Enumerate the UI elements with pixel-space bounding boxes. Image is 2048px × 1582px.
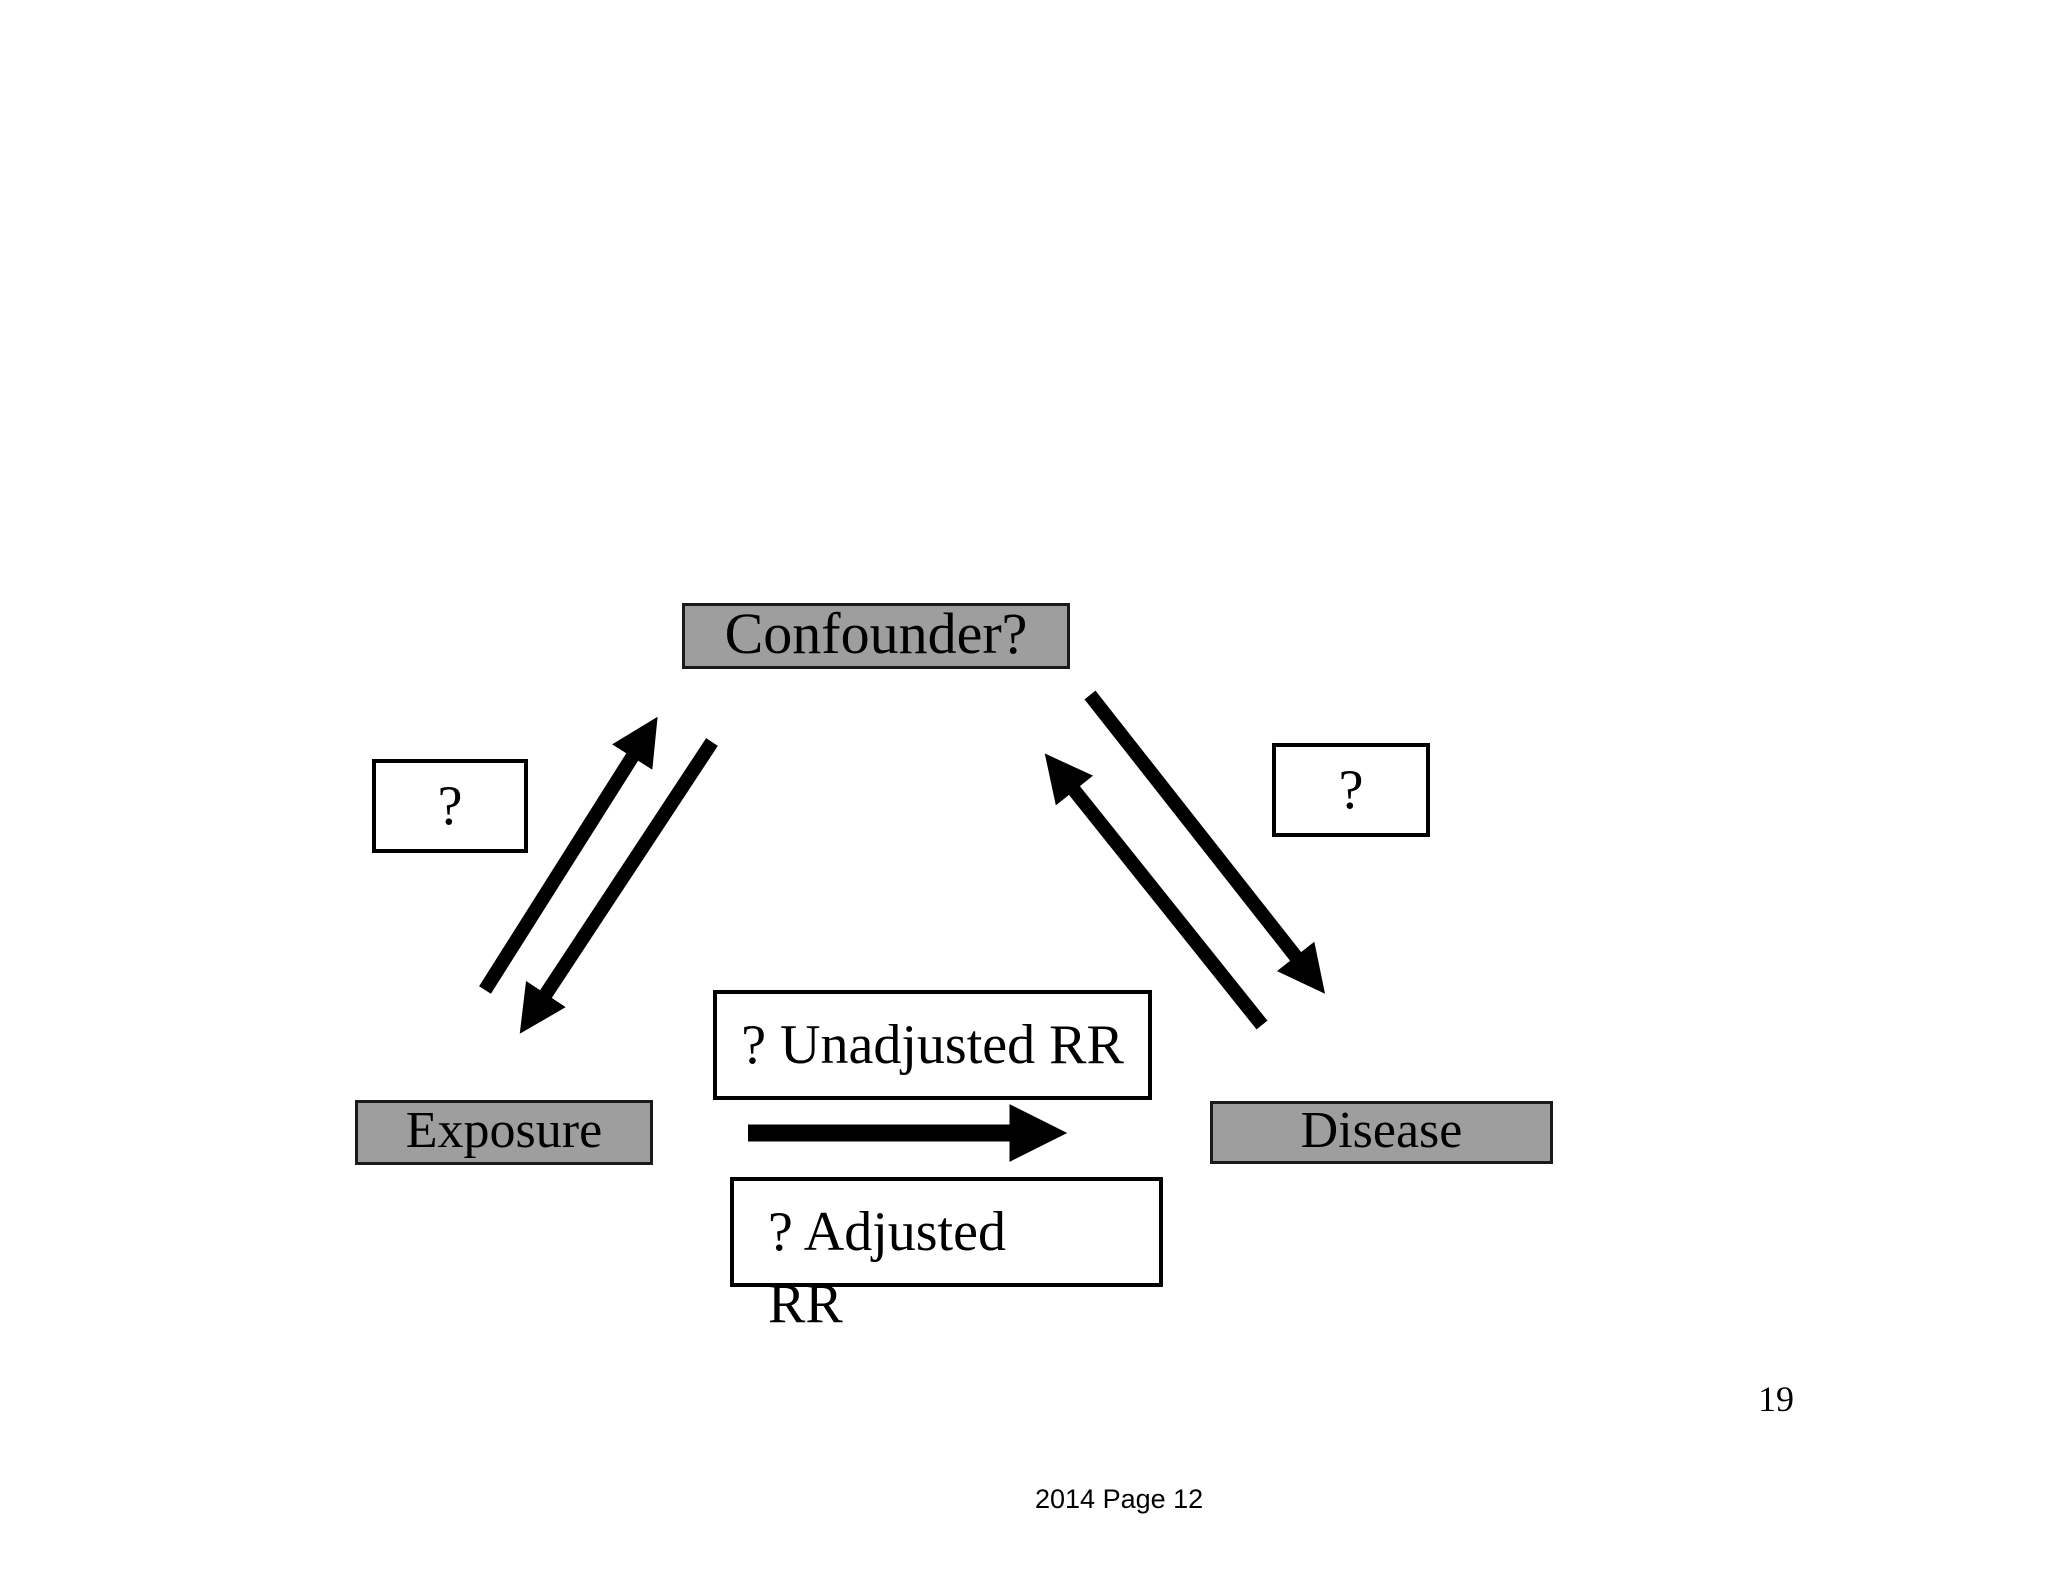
arrow-confounder-to-disease xyxy=(1084,690,1326,994)
left-question-box: ? xyxy=(372,759,528,853)
page-number: 19 xyxy=(1758,1379,1794,1419)
confounder-label: Confounder? xyxy=(724,601,1028,666)
disease-node: Disease xyxy=(1210,1101,1553,1164)
arrow-disease-to-confounder xyxy=(1044,753,1268,1030)
adjusted-rr-box xyxy=(730,1177,1163,1287)
confounder-node: Confounder? xyxy=(682,601,1070,669)
disease-label: Disease xyxy=(1300,1102,1463,1159)
arrow-confounder-to-exposure xyxy=(519,738,718,1034)
right-question-label: ? xyxy=(1338,759,1364,821)
exposure-node: Exposure xyxy=(355,1100,653,1165)
right-question-box: ? xyxy=(1272,743,1430,837)
adjusted-rr-line2: RR xyxy=(768,1273,843,1335)
left-question-label: ? xyxy=(437,775,463,837)
adjusted-rr-line1: ? Adjusted xyxy=(768,1201,1006,1263)
arrow-exposure-to-confounder xyxy=(479,716,658,994)
footer-text: 2014 Page 12 xyxy=(1035,1484,1204,1514)
unadjusted-rr-box: ? Unadjusted RR xyxy=(713,990,1152,1100)
unadjusted-rr-label: ? Unadjusted RR xyxy=(741,1014,1124,1076)
adjusted-rr-label: ? Adjusted RR xyxy=(768,1196,1188,1340)
exposure-label: Exposure xyxy=(405,1102,603,1159)
